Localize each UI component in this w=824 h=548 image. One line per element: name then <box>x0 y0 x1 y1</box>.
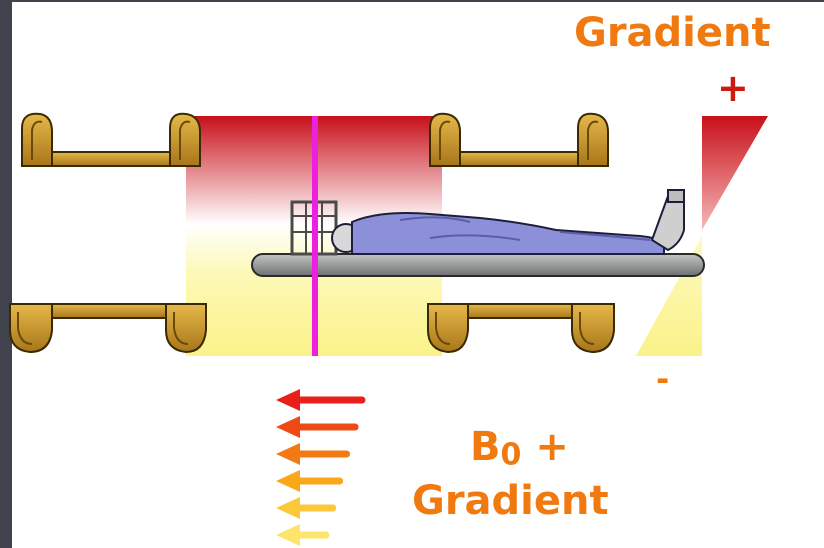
b0-symbol: B <box>470 424 501 470</box>
b0-plus: + <box>535 424 569 470</box>
lower-left-coil <box>9 303 207 354</box>
gradient-minus-sign: - <box>656 360 670 398</box>
gradient-plus-sign: + <box>717 66 749 110</box>
patient-table <box>251 253 705 277</box>
b0-subscript: 0 <box>500 437 522 473</box>
b0-plus-label: B0 + <box>470 424 569 473</box>
b0-gradient-label: Gradient <box>412 478 609 524</box>
lower-right-coil <box>427 303 615 354</box>
gradient-positive-triangle <box>702 116 768 230</box>
patient <box>331 189 685 255</box>
field-arrow <box>276 389 366 411</box>
field-arrow <box>276 416 359 438</box>
field-strength-arrows <box>276 389 366 546</box>
upper-right-coil <box>429 112 609 167</box>
upper-left-coil <box>21 112 201 167</box>
gradient-title: Gradient <box>574 10 771 56</box>
field-arrow <box>276 497 337 519</box>
field-arrow <box>276 470 344 492</box>
field-arrow <box>276 443 351 465</box>
field-arrow <box>276 524 330 546</box>
